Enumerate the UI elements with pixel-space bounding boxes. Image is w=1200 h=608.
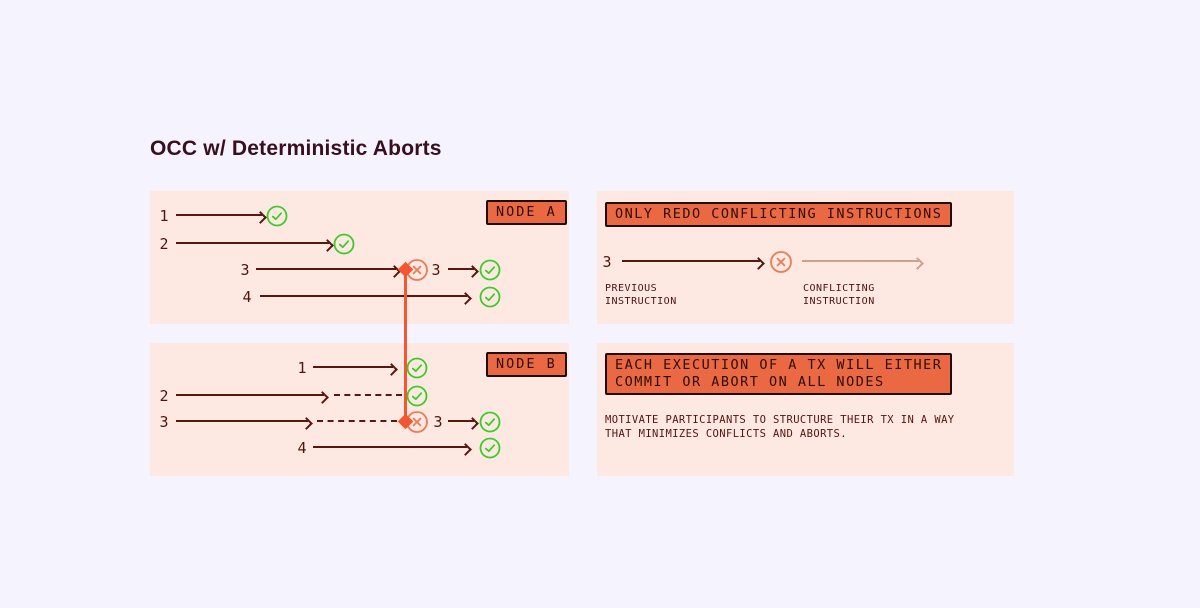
- right-arrow: [176, 420, 308, 422]
- tx-number-3-retry: 3: [433, 413, 443, 431]
- tx-number-1: 1: [297, 359, 307, 377]
- tx-number-4: 4: [242, 288, 252, 306]
- check-icon: [479, 259, 501, 281]
- faded-right-arrow: [802, 260, 919, 262]
- check-icon: [266, 205, 288, 227]
- check-icon: [479, 437, 501, 459]
- right-arrow: [448, 420, 474, 422]
- commit-heading-badge: EACH EXECUTION OF A TX WILL EITHER COMMI…: [605, 353, 953, 395]
- tx-number-3-retry: 3: [431, 261, 441, 279]
- check-icon: [479, 286, 501, 308]
- panel-node-a: NODE A 1 2 3 3 4: [150, 191, 569, 324]
- right-arrow: [622, 260, 760, 262]
- node-a-badge: NODE A: [486, 200, 567, 225]
- check-icon: [333, 233, 355, 255]
- right-arrow: [260, 295, 467, 297]
- right-arrow: [256, 268, 396, 270]
- node-b-badge: NODE B: [486, 352, 567, 377]
- right-arrow: [313, 446, 467, 448]
- check-icon: [406, 357, 428, 379]
- tx-number-3: 3: [240, 261, 250, 279]
- redo-heading-badge: ONLY REDO CONFLICTING INSTRUCTIONS: [605, 202, 953, 227]
- tx-number-3: 3: [159, 413, 169, 431]
- conflict-connector-line: [404, 270, 407, 422]
- right-arrow: [448, 268, 474, 270]
- right-arrow: [176, 242, 329, 244]
- tx-number-2: 2: [159, 387, 169, 405]
- previous-instruction-label: PREVIOUS INSTRUCTION: [605, 283, 677, 307]
- commit-body-text: MOTIVATE PARTICIPANTS TO STRUCTURE THEIR…: [605, 414, 955, 440]
- right-arrow: [176, 214, 262, 216]
- panel-commit-or-abort: EACH EXECUTION OF A TX WILL EITHER COMMI…: [597, 343, 1014, 476]
- abort-icon: [769, 250, 793, 274]
- conflicting-instruction-label: CONFLICTING INSTRUCTION: [803, 283, 875, 307]
- right-arrow: [176, 394, 324, 396]
- page-title: OCC w/ Deterministic Aborts: [150, 137, 442, 160]
- check-icon: [406, 385, 428, 407]
- dashed-line: [317, 420, 397, 422]
- right-arrow: [313, 366, 393, 368]
- panel-redo-conflicting: ONLY REDO CONFLICTING INSTRUCTIONS 3 PRE…: [597, 191, 1014, 324]
- panel-node-b: NODE B 1 2 3 3 4: [150, 343, 569, 476]
- tx-number-4: 4: [297, 439, 307, 457]
- tx-number-2: 2: [159, 235, 169, 253]
- tx-number-3: 3: [602, 253, 612, 271]
- check-icon: [479, 411, 501, 433]
- tx-number-1: 1: [159, 207, 169, 225]
- dashed-line: [334, 394, 402, 396]
